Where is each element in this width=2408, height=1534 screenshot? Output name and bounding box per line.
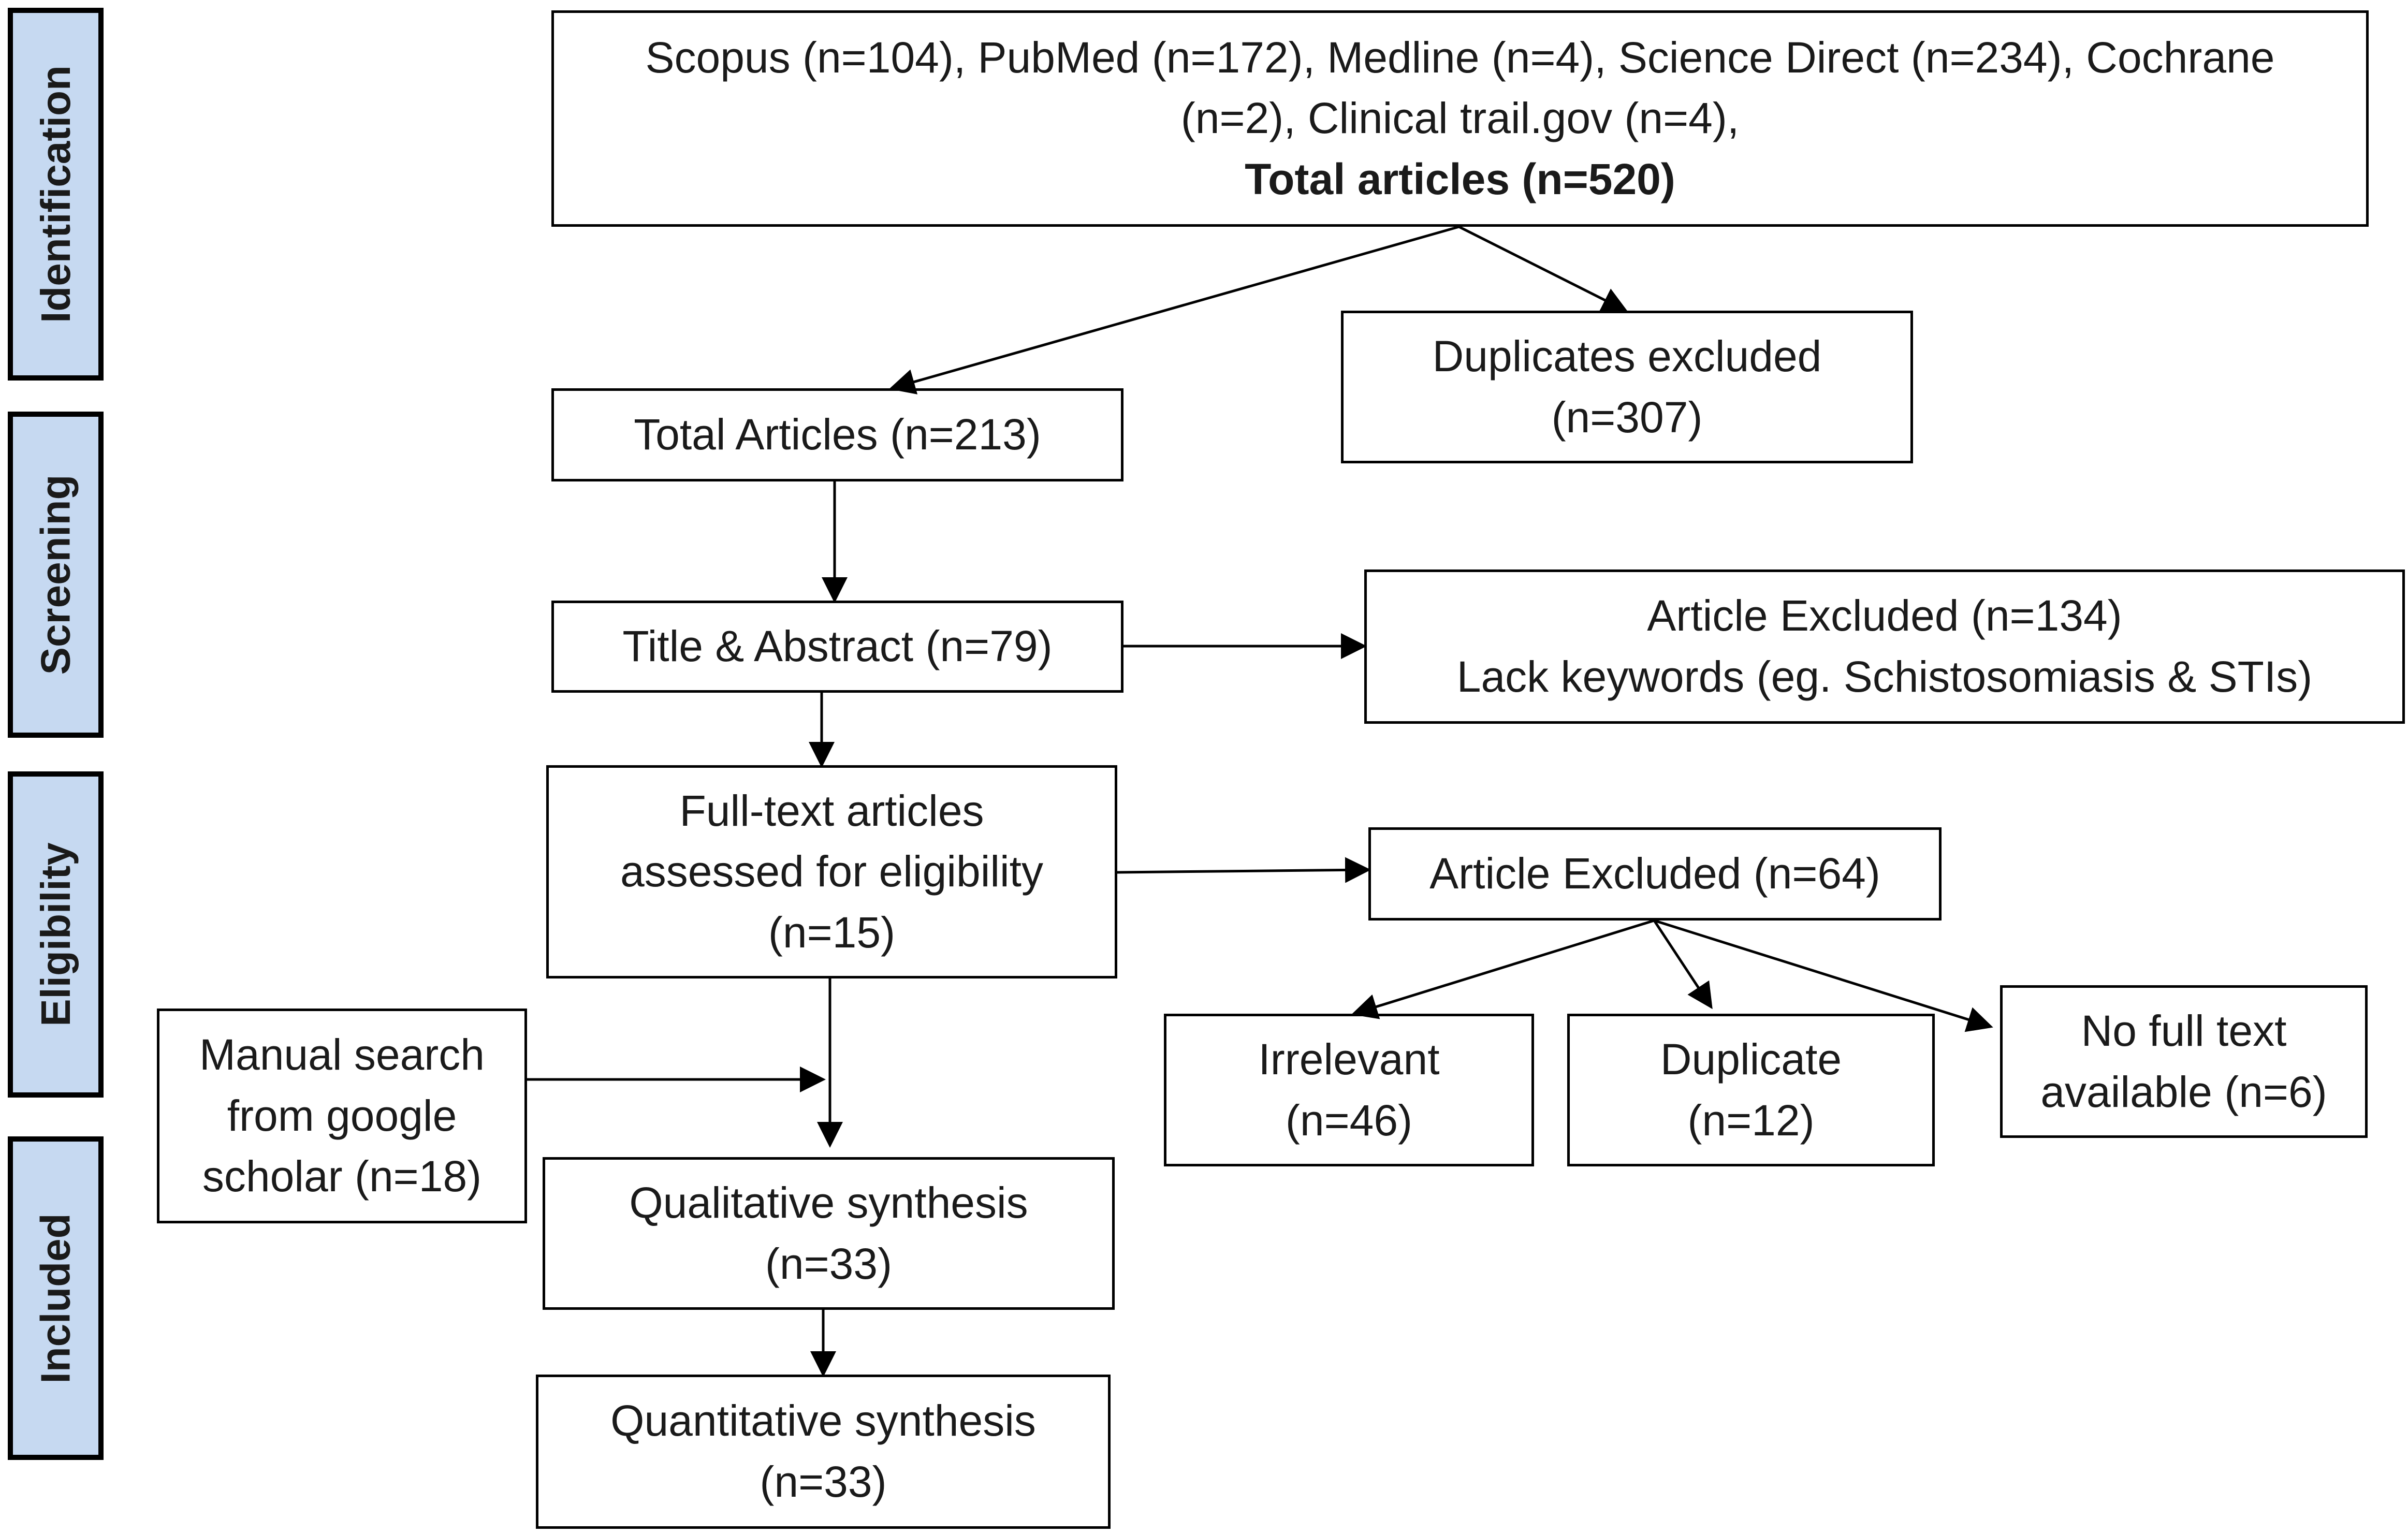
duplicate-label: Duplicate [1660, 1034, 1842, 1084]
duplicates-excluded-box: Duplicates excluded (n=307) [1341, 311, 1913, 463]
sources-line-2: (n=2), Clinical trail.gov (n=4), [1180, 94, 1740, 143]
screening-excluded-reason: Lack keywords (eg. Schistosomiasis & STI… [1456, 652, 2313, 701]
stage-screening: Screening [8, 412, 104, 738]
stage-identification: Identification [8, 8, 104, 381]
screening-excluded-label: Article Excluded (n=134) [1647, 591, 2122, 640]
arrow-sources-to-duplicates [1458, 225, 1628, 312]
no-full-text-box: No full text available (n=6) [2000, 985, 2368, 1138]
no-full-text-label: No full text [2081, 1006, 2287, 1055]
irrelevant-label: Irrelevant [1258, 1034, 1440, 1084]
arrow-full-text-to-excluded [1117, 857, 1371, 883]
irrelevant-box: Irrelevant (n=46) [1164, 1014, 1534, 1166]
screening-excluded-box: Article Excluded (n=134) Lack keywords (… [1364, 569, 2405, 724]
arrow-excluded-to-irrelevant [1351, 919, 1655, 1019]
total-articles-label: Total Articles (n=213) [634, 410, 1041, 459]
sources-box: Scopus (n=104), PubMed (n=172), Medline … [551, 10, 2369, 227]
full-text-line-1: Full-text articles [679, 786, 984, 835]
arrow-excluded-to-duplicate [1653, 919, 1713, 1010]
title-abstract-label: Title & Abstract (n=79) [622, 622, 1053, 671]
full-text-count: (n=15) [768, 908, 896, 957]
arrow-sources-to-total-articles [889, 225, 1460, 395]
manual-search-count: scholar (n=18) [202, 1152, 482, 1201]
sources-total: Total articles (n=520) [1245, 154, 1675, 203]
full-text-box: Full-text articles assessed for eligibil… [546, 765, 1117, 978]
stage-eligibility: Eligibility [8, 771, 104, 1098]
no-full-text-count: available (n=6) [2040, 1067, 2327, 1116]
arrow-excluded-to-no-full-text [1654, 919, 1993, 1032]
qualitative-synthesis-box: Qualitative synthesis (n=33) [543, 1157, 1115, 1310]
manual-search-box: Manual search from google scholar (n=18) [157, 1009, 527, 1223]
quantitative-synthesis-count: (n=33) [760, 1457, 887, 1506]
manual-search-line-2: from google [227, 1091, 457, 1140]
total-articles-box: Total Articles (n=213) [551, 388, 1123, 481]
qualitative-synthesis-count: (n=33) [765, 1239, 893, 1288]
duplicate-count: (n=12) [1687, 1095, 1815, 1145]
qualitative-synthesis-label: Qualitative synthesis [629, 1178, 1028, 1227]
eligibility-excluded-label: Article Excluded (n=64) [1429, 849, 1880, 898]
sources-line-1: Scopus (n=104), PubMed (n=172), Medline … [645, 33, 2275, 82]
manual-search-line-1: Manual search [199, 1030, 485, 1079]
stage-included: Included [8, 1136, 104, 1460]
quantitative-synthesis-label: Quantitative synthesis [610, 1396, 1036, 1445]
quantitative-synthesis-box: Quantitative synthesis (n=33) [536, 1375, 1111, 1529]
duplicate-box: Duplicate (n=12) [1567, 1014, 1935, 1166]
duplicates-excluded-label: Duplicates excluded [1432, 331, 1822, 381]
duplicates-excluded-count: (n=307) [1551, 392, 1703, 442]
irrelevant-count: (n=46) [1285, 1095, 1413, 1145]
title-abstract-box: Title & Abstract (n=79) [551, 601, 1123, 693]
full-text-line-2: assessed for eligibility [620, 847, 1044, 896]
